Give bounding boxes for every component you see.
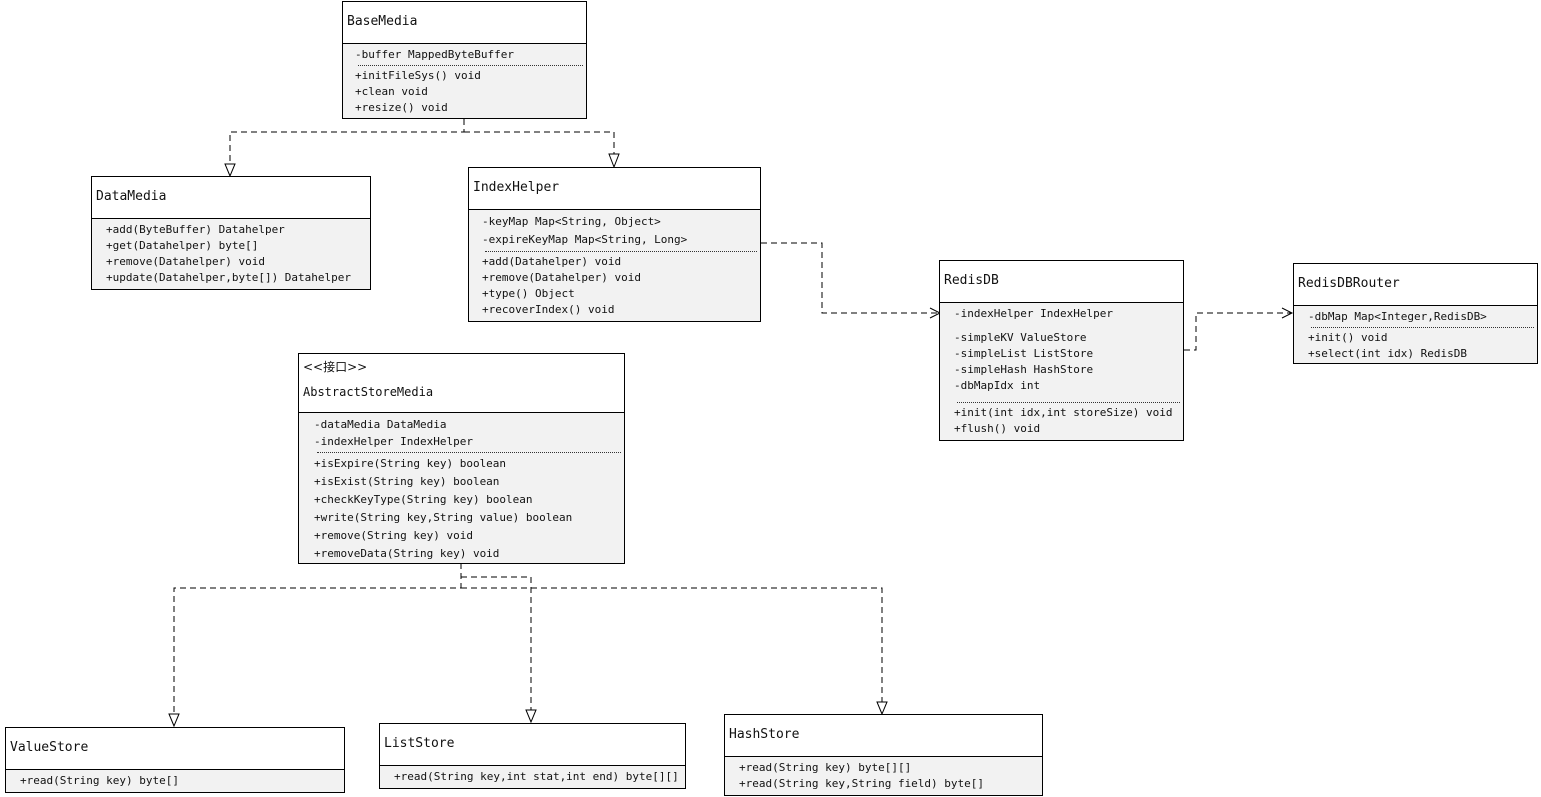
class-attribute: -expireKeyMap Map<String, Long> [482, 233, 688, 246]
realization-arrowhead [168, 713, 180, 728]
class-method: +isExpire(String key) boolean [314, 457, 507, 470]
class-method: +remove(Datahelper) void [106, 255, 265, 268]
class-method: +clean void [355, 85, 428, 98]
class-method: +read(String key) byte[][] [739, 761, 912, 774]
class-method: +type() Object [482, 287, 575, 300]
class-data-media[interactable]: DataMedia +add(ByteBuffer) Datahelper +g… [91, 176, 371, 290]
class-name: HashStore [729, 727, 800, 742]
class-value-store[interactable]: ValueStore +read(String key) byte[] [5, 727, 345, 793]
class-method: +write(String key,String value) boolean [314, 511, 573, 524]
class-method: +select(int idx) RedisDB [1308, 347, 1467, 360]
class-method: +read(String key,String field) byte[] [739, 777, 985, 790]
class-method: +resize() void [355, 101, 448, 114]
class-method: +read(String key) byte[] [20, 774, 179, 787]
class-method: +add(Datahelper) void [482, 255, 622, 268]
class-method: +init() void [1308, 331, 1388, 344]
class-index-helper[interactable]: IndexHelper -keyMap Map<String, Object> … [468, 167, 761, 322]
class-method: +read(String key,int stat,int end) byte[… [394, 770, 679, 783]
class-attribute: -dbMapIdx int [954, 379, 1041, 392]
class-method: +recoverIndex() void [482, 303, 615, 316]
edge-indexhelper-basemedia [464, 131, 615, 154]
realization-arrowhead [224, 163, 236, 178]
class-method: +remove(Datahelper) void [482, 271, 641, 284]
class-name: BaseMedia [347, 14, 418, 29]
section-divider [1311, 327, 1534, 328]
section-divider [358, 65, 583, 66]
class-attribute: -dataMedia DataMedia [314, 418, 447, 431]
class-name: ListStore [384, 736, 455, 751]
class-name: ValueStore [10, 740, 89, 755]
class-attribute: -simpleHash HashStore [954, 363, 1094, 376]
class-stereotype: <<接口>> [303, 360, 368, 374]
edge-indexhelper-redisdb [761, 242, 940, 314]
class-list-store[interactable]: ListStore +read(String key,int stat,int … [379, 723, 686, 789]
class-method: +initFileSys() void [355, 69, 481, 82]
class-name: RedisDB [944, 273, 999, 288]
class-attribute: -indexHelper IndexHelper [314, 435, 473, 448]
class-attribute: -indexHelper IndexHelper [954, 307, 1113, 320]
section-divider [317, 452, 621, 453]
class-method: +get(Datahelper) byte[] [106, 239, 259, 252]
class-base-media[interactable]: BaseMedia -buffer MappedByteBuffer +init… [342, 1, 587, 119]
realization-arrowhead [525, 709, 537, 724]
edge-redisdb-router [1184, 312, 1292, 351]
class-attribute: -simpleList ListStore [954, 347, 1094, 360]
edge-hashstore-abstract [461, 587, 883, 702]
realization-arrowhead [608, 153, 620, 169]
section-divider [485, 251, 757, 252]
class-attribute: -simpleKV ValueStore [954, 331, 1087, 344]
class-method: +add(ByteBuffer) Datahelper [106, 223, 285, 236]
section-divider [957, 402, 1180, 403]
class-method: +flush() void [954, 422, 1041, 435]
class-method: +update(Datahelper,byte[]) Datahelper [106, 271, 352, 284]
class-abstract-store-media[interactable]: <<接口>> AbstractStoreMedia -dataMedia Dat… [298, 353, 625, 564]
edge-datamedia-basemedia [229, 119, 465, 164]
class-name: RedisDBRouter [1298, 276, 1400, 291]
class-method: +init(int idx,int storeSize) void [954, 406, 1173, 419]
edge-valuestore-abstract [173, 563, 462, 714]
dependency-arrowhead [1281, 307, 1294, 319]
class-method: +remove(String key) void [314, 529, 473, 542]
class-hash-store[interactable]: HashStore +read(String key) byte[][] +re… [724, 714, 1043, 796]
class-redis-db[interactable]: RedisDB -indexHelper IndexHelper -simple… [939, 260, 1184, 441]
class-name: AbstractStoreMedia [303, 385, 434, 399]
class-name: IndexHelper [473, 180, 560, 195]
class-attribute: -buffer MappedByteBuffer [355, 48, 514, 61]
class-method: +removeData(String key) void [314, 547, 500, 560]
class-attribute: -keyMap Map<String, Object> [482, 215, 661, 228]
class-name: DataMedia [96, 189, 167, 204]
class-redis-db-router[interactable]: RedisDBRouter -dbMap Map<Integer,RedisDB… [1293, 263, 1538, 364]
edge-liststore-abstract [461, 576, 532, 710]
realization-arrowhead [876, 701, 888, 716]
class-method: +checkKeyType(String key) boolean [314, 493, 533, 506]
class-method: +isExist(String key) boolean [314, 475, 500, 488]
class-attribute: -dbMap Map<Integer,RedisDB> [1308, 310, 1487, 323]
